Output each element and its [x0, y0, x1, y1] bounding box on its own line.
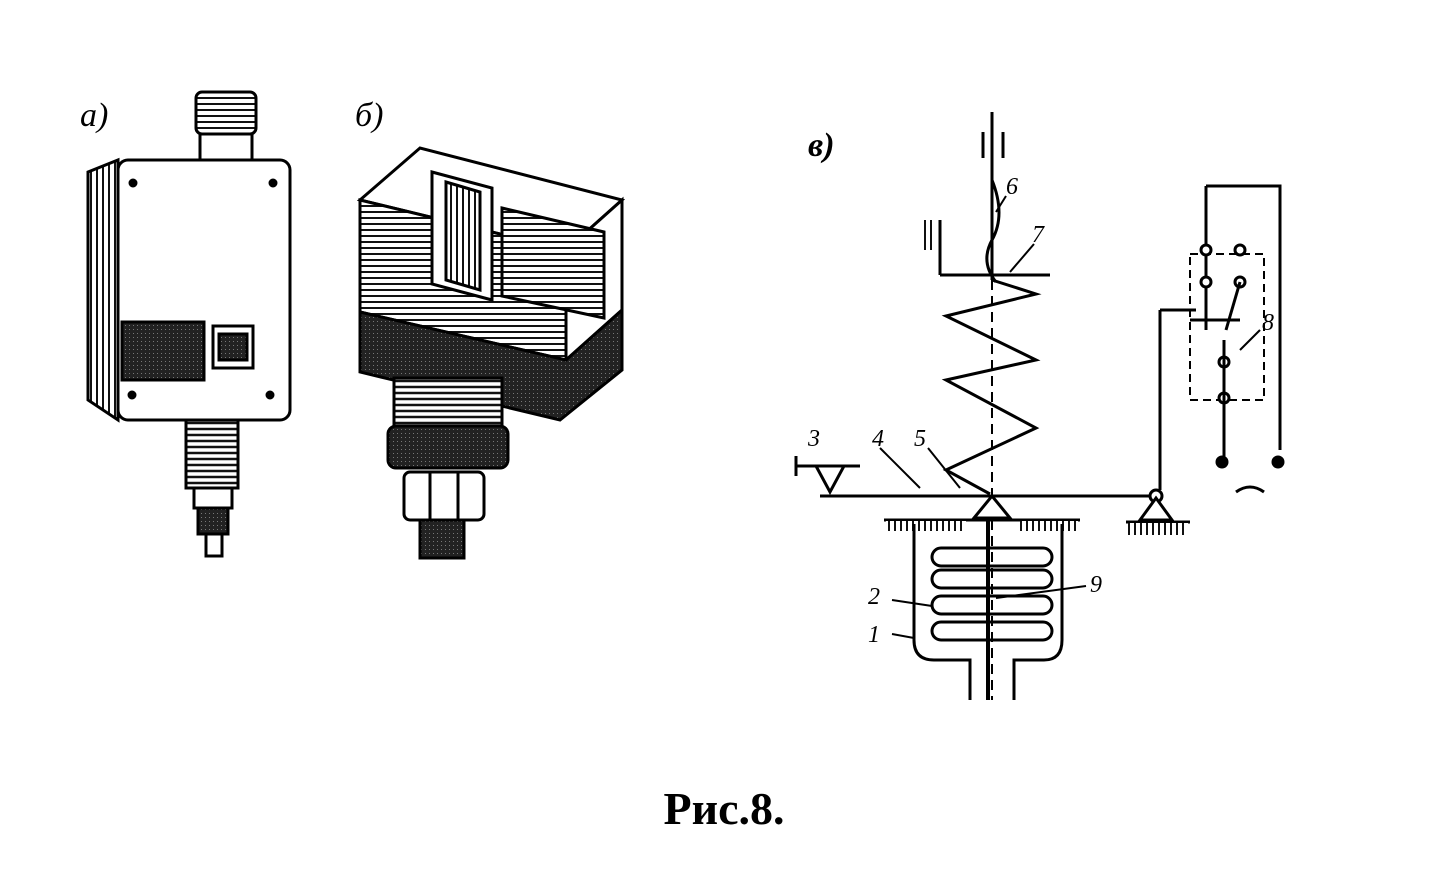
callout-9: 9	[1090, 572, 1102, 598]
callout-6: 6	[1006, 174, 1018, 200]
callout-leaders	[879, 195, 1261, 639]
left-support	[794, 456, 860, 496]
bellows-housing	[912, 524, 1064, 700]
callout-8: 8	[1262, 310, 1274, 336]
panel-label-a: а)	[80, 97, 108, 134]
spring-seat-plate	[920, 220, 1050, 277]
panel-label-b: б)	[355, 97, 383, 134]
callout-labels: 1 2 3 4 5 6 7 8 9	[807, 174, 1274, 648]
device-perspective-view	[356, 146, 626, 560]
callout-1: 1	[868, 622, 880, 648]
device-front-view	[86, 90, 292, 558]
adjusting-screw	[981, 112, 1005, 283]
figure-caption: Рис.8.	[663, 783, 785, 834]
contact-block	[1189, 184, 1285, 494]
panel-label-v: в)	[808, 127, 835, 164]
callout-7: 7	[1032, 222, 1045, 248]
callout-4: 4	[872, 426, 884, 452]
right-pivot	[1126, 308, 1196, 535]
callout-5: 5	[914, 426, 926, 452]
central-pivot	[970, 493, 1014, 520]
schematic	[794, 112, 1285, 700]
callout-2: 2	[868, 584, 880, 610]
callout-3: 3	[807, 426, 820, 452]
